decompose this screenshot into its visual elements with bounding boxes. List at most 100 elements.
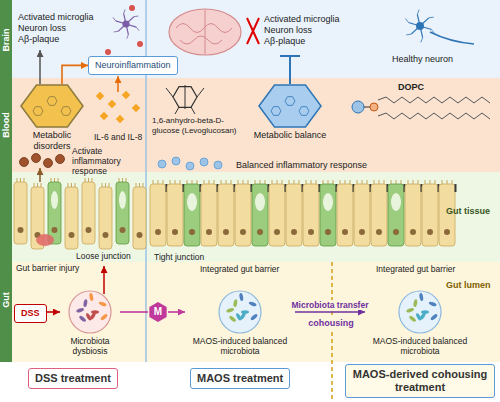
cytokine-label: IL-6 and IL-8	[94, 132, 142, 142]
microvillus	[119, 178, 120, 182]
microvillus	[37, 183, 38, 187]
bacterium	[415, 312, 422, 321]
microvillus	[340, 180, 341, 184]
flow-arrow	[117, 76, 119, 92]
microvillus	[197, 180, 198, 184]
node-text: MAOS treatment	[197, 372, 283, 385]
dendrite	[134, 16, 138, 18]
microvillus	[209, 180, 210, 184]
bacterium	[430, 313, 438, 321]
microbiota-shape	[68, 290, 112, 334]
dendrite	[124, 13, 126, 24]
cell-nucleus	[240, 229, 246, 235]
dendrite	[116, 21, 126, 24]
microvillus	[24, 178, 25, 182]
cell-nucleus	[427, 229, 433, 235]
cell-nucleus	[223, 229, 229, 235]
microvillus	[17, 178, 18, 182]
epithelial-cell	[150, 184, 166, 246]
microvillus	[384, 180, 385, 184]
node-text: Metabolic disorders	[13, 130, 91, 152]
treatment-tag: DSS	[14, 304, 47, 323]
bacterium	[228, 315, 236, 323]
dendrite	[421, 38, 423, 43]
microvillus	[136, 183, 137, 187]
maos-badge: M	[148, 302, 168, 322]
epithelial-cell	[320, 184, 336, 246]
junction-label: Tight junction	[154, 252, 204, 262]
bacterium	[408, 315, 416, 323]
immune-cell	[158, 160, 166, 168]
microvillus	[255, 180, 256, 184]
cell-nucleus	[291, 229, 297, 235]
microvillus	[345, 180, 346, 184]
microbiota-circle: Microbiota dysbiosis	[60, 290, 120, 356]
immune-cell	[44, 159, 53, 168]
epithelial-cell	[133, 187, 146, 249]
microvillus	[260, 180, 261, 184]
microvillus	[408, 180, 409, 184]
symptom-label: Aβ-plaque	[264, 36, 305, 47]
microvillus	[163, 180, 164, 184]
dendrite	[411, 26, 420, 34]
dendrite	[417, 14, 420, 26]
microvillus	[58, 178, 59, 182]
bacterium	[250, 313, 258, 321]
treatment-box: DSS treatment	[28, 368, 118, 389]
microvillus	[226, 180, 227, 184]
immune-cell	[214, 161, 222, 169]
microvillus	[272, 180, 273, 184]
bacterium	[419, 293, 424, 302]
panel-divider	[145, 0, 147, 362]
goblet-mucus	[119, 191, 126, 209]
compound-label: 1,6-anhydro-beta-D-glucose (Levoglucosan…	[152, 116, 244, 135]
signal-arrow	[62, 65, 88, 84]
microvillus	[425, 180, 426, 184]
epithelial-cell	[371, 184, 387, 246]
cytokine	[100, 112, 108, 120]
metabolite-hexagon: Metabolic balance	[245, 84, 335, 141]
microbiota-outline	[399, 291, 441, 333]
dendrite	[126, 24, 128, 35]
injury-label: Gut barrier injury	[16, 263, 79, 273]
cell-nucleus	[308, 229, 314, 235]
phosphate	[370, 103, 378, 111]
hexagon-shape	[258, 84, 322, 128]
cell-nucleus	[359, 229, 365, 235]
bacterium	[428, 301, 437, 307]
compound-label: DOPC	[398, 82, 424, 93]
microvillus	[316, 180, 317, 184]
goblet-mucus	[323, 193, 333, 211]
hexagon-outline	[259, 85, 321, 127]
process-box: Neuroinflammation	[88, 56, 178, 75]
microvillus	[277, 180, 278, 184]
microvillus	[85, 178, 86, 182]
microvillus	[442, 180, 443, 184]
microvillus	[170, 180, 171, 184]
inhibition-bar	[280, 56, 300, 84]
microvillus	[306, 180, 307, 184]
treatment-arrow	[168, 311, 185, 313]
microvillus	[243, 180, 244, 184]
bacterium	[78, 315, 86, 323]
microvillus	[362, 180, 363, 184]
molecule-ring	[271, 107, 281, 116]
dendrite	[136, 27, 139, 31]
cell-nucleus	[189, 229, 195, 235]
bacterium	[233, 299, 238, 308]
microvillus	[265, 180, 266, 184]
dendrite	[429, 17, 434, 19]
microvillus	[204, 180, 205, 184]
hexagon-shape	[20, 84, 84, 128]
region-bar	[0, 0, 12, 362]
microvillus	[41, 183, 42, 187]
microbiota-circle: MAOS-induced balanced microbiota	[365, 290, 475, 356]
dendrite	[420, 26, 423, 38]
epithelial-cell	[65, 187, 78, 249]
dendrite	[118, 24, 126, 31]
dendrite	[405, 19, 408, 23]
region-label: Blood	[1, 112, 12, 138]
cell-nucleus	[342, 229, 348, 235]
treatment-box: MAOS treatment	[190, 368, 290, 389]
dendrite	[126, 24, 136, 27]
